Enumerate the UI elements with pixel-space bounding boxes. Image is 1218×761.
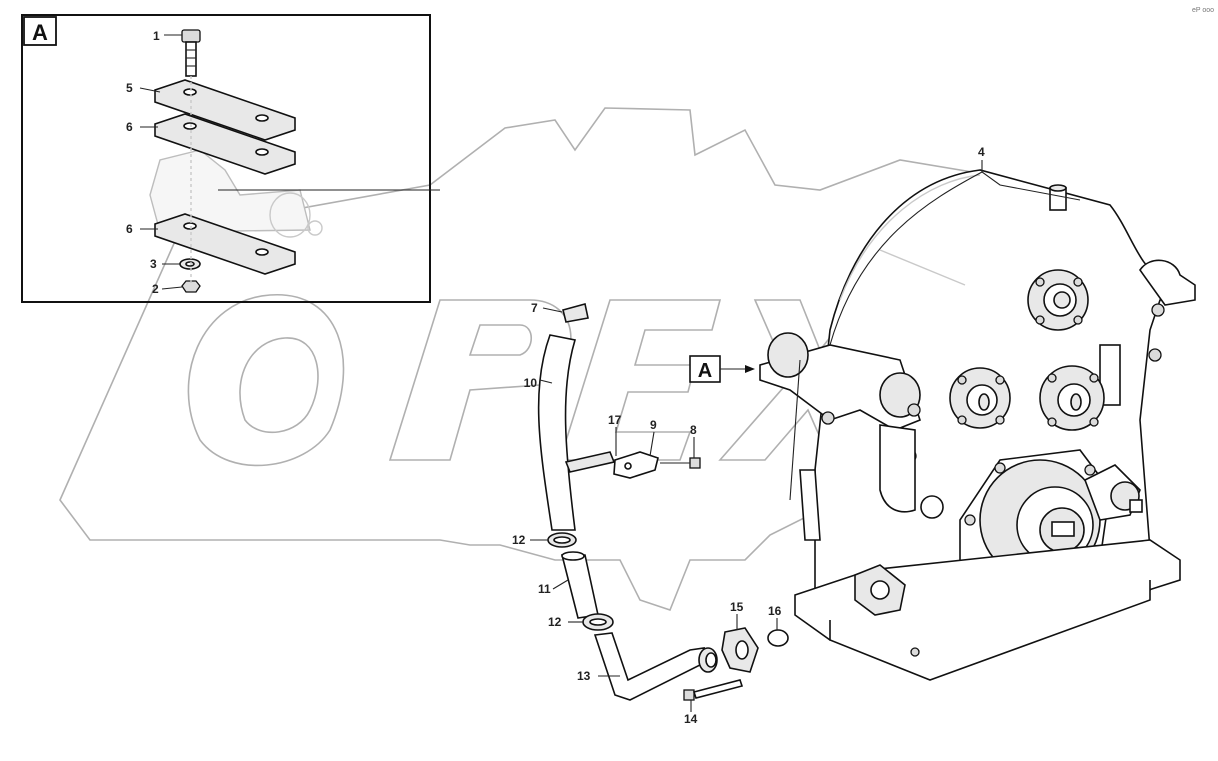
- o-ring-part-16: [767, 629, 789, 647]
- callout-15: 15: [730, 600, 744, 614]
- pipe-part-13: [593, 632, 718, 701]
- clamp-part-12-upper: [547, 532, 577, 548]
- callout-7: 7: [531, 301, 538, 315]
- hose-part-10: [537, 334, 577, 531]
- gearbox-housing-part-4: [759, 169, 1196, 681]
- callout-14: 14: [684, 712, 698, 726]
- callout-9: 9: [650, 418, 657, 432]
- callout-6-lower: 6: [126, 222, 133, 236]
- callout-6-upper: 6: [126, 120, 133, 134]
- callout-17: 17: [608, 413, 622, 427]
- bolt-part-8: [660, 457, 701, 469]
- plug-part-7: [562, 303, 589, 323]
- callout-1: 1: [153, 29, 160, 43]
- bolt-part-1: [181, 29, 201, 77]
- callout-2: 2: [152, 282, 159, 296]
- detail-reference-a: A: [689, 355, 755, 383]
- callout-12-upper: 12: [512, 533, 526, 547]
- callout-11: 11: [538, 582, 551, 596]
- callout-12-lower: 12: [548, 615, 562, 629]
- callout-16: 16: [768, 604, 782, 618]
- nut-part-2: [181, 280, 201, 293]
- callout-4: 4: [978, 145, 985, 159]
- callout-13: 13: [577, 669, 591, 683]
- callout-5: 5: [126, 81, 133, 95]
- callout-3: 3: [150, 257, 157, 271]
- bracket-part-9: [613, 451, 659, 479]
- callout-10: 10: [524, 376, 538, 390]
- detail-view-a: A: [21, 14, 431, 303]
- hose-part-11: [560, 551, 599, 619]
- bolt-part-14: [683, 679, 744, 701]
- corner-mark: eP ooo: [1192, 7, 1214, 14]
- detail-label: A: [32, 20, 48, 45]
- clip-part-17: [564, 451, 616, 473]
- flange-part-15: [721, 627, 759, 673]
- detail-reference-label: A: [698, 360, 712, 382]
- clamp-part-12-lower: [582, 613, 614, 631]
- callout-8: 8: [690, 423, 697, 437]
